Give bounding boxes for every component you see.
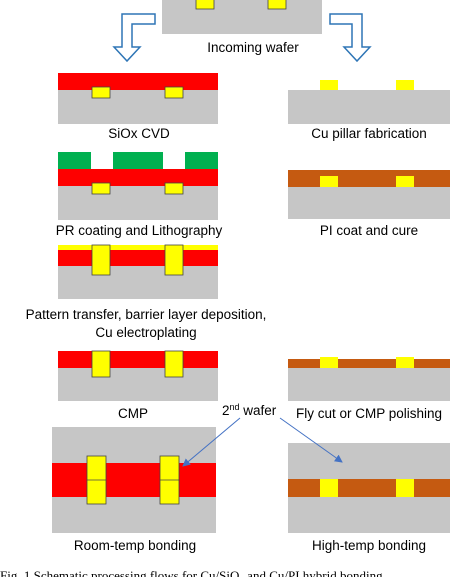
cu-via (91, 244, 111, 276)
step-fly-cut (288, 357, 450, 401)
top-substrate (52, 427, 216, 463)
step-room-temp-bonding (52, 427, 216, 533)
label-siox-cvd: SiOx CVD (108, 126, 170, 141)
cu-via (91, 350, 111, 378)
label-pi-coat: PI coat and cure (320, 223, 418, 238)
sio2-layer (58, 250, 218, 266)
sio2-bond-layer (52, 463, 216, 497)
cu-pad (164, 182, 184, 195)
label-cu-pillar: Cu pillar fabrication (311, 126, 427, 141)
substrate (288, 90, 450, 124)
cu-overburden (58, 245, 218, 250)
substrate (58, 90, 218, 124)
photoresist-block (113, 152, 163, 169)
incoming-wafer (162, 0, 322, 34)
step-pr-lithography (58, 152, 218, 220)
photoresist-block (58, 152, 91, 169)
bottom-substrate (288, 497, 450, 533)
substrate (162, 0, 322, 34)
substrate (58, 266, 218, 299)
label-second-wafer: 2nd wafer (222, 402, 277, 418)
label-pattern-transfer-line1: Pattern transfer, barrier layer depositi… (26, 307, 267, 322)
cu-bond (320, 479, 338, 497)
step-pi-coat (288, 170, 450, 219)
substrate (58, 186, 218, 220)
step-cu-pillar (288, 80, 450, 124)
cu-pad (91, 86, 111, 99)
substrate (58, 368, 218, 401)
label-incoming-wafer: Incoming wafer (207, 40, 299, 55)
cu-bond (396, 479, 414, 497)
label-high-temp-bonding: High-temp bonding (312, 538, 426, 553)
label-pr-lithography: PR coating and Lithography (56, 223, 223, 238)
figure-caption: Fig. 1 Schematic processing flows for Cu… (0, 568, 383, 577)
cu-pad (195, 0, 215, 10)
right-flow-arrow (329, 13, 372, 63)
cu-pillar (396, 357, 414, 368)
cu-pillar (320, 80, 338, 90)
cu-pad (91, 182, 111, 195)
step-high-temp-bonding (288, 443, 450, 533)
label-fly-cut: Fly cut or CMP polishing (296, 406, 442, 421)
left-flow-arrow (112, 13, 156, 63)
sio2-layer (58, 73, 218, 90)
cu-via (164, 350, 184, 378)
label-pattern-transfer-line2: Cu electroplating (95, 325, 196, 340)
label-cmp: CMP (118, 406, 148, 421)
sio2-layer (58, 169, 218, 186)
step-pattern-transfer (58, 244, 218, 299)
cu-pillar (320, 357, 338, 368)
polyimide-layer (288, 170, 450, 187)
cu-pillar (320, 176, 338, 187)
cu-via (164, 244, 184, 276)
bottom-substrate (52, 497, 216, 533)
second-wafer-arrow-left (182, 417, 241, 467)
polyimide-bond-layer (288, 479, 450, 497)
step-siox-cvd (58, 73, 218, 124)
step-cmp (58, 350, 218, 401)
cu-pillar (396, 176, 414, 187)
cu-pad (267, 0, 287, 10)
substrate (288, 187, 450, 219)
substrate (288, 368, 450, 401)
photoresist-block (185, 152, 218, 169)
top-substrate (288, 443, 450, 479)
label-room-temp-bonding: Room-temp bonding (74, 538, 196, 553)
sio2-layer (58, 351, 218, 368)
cu-pad (164, 86, 184, 99)
polyimide-layer (288, 359, 450, 368)
cu-pillar (396, 80, 414, 90)
second-wafer-arrow-right (279, 417, 343, 463)
